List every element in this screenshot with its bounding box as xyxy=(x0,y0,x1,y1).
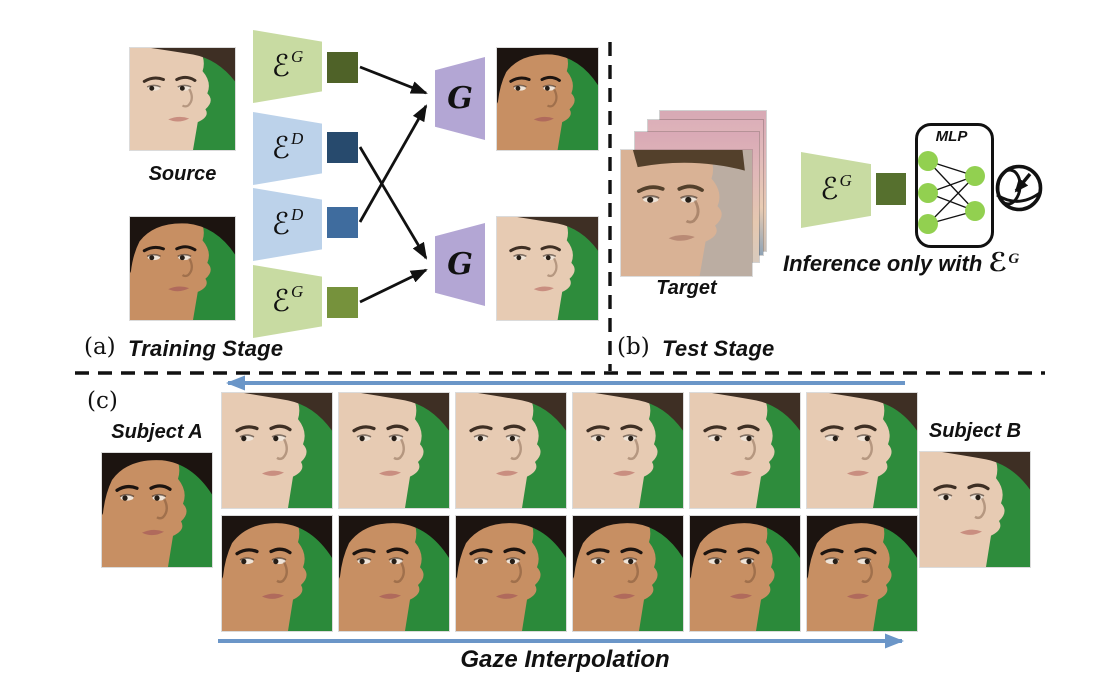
generator-1: G xyxy=(435,57,485,140)
encoder-superscript: D xyxy=(290,129,304,148)
interpolation-photo xyxy=(339,393,449,508)
interpolation-photo xyxy=(222,516,332,631)
panel-a-title: Training Stage xyxy=(128,336,284,361)
identity-code-square-1 xyxy=(327,132,358,163)
subject-b-label: Subject B xyxy=(928,420,1022,442)
encoder-symbol: ℰ xyxy=(988,248,1008,278)
encoder-superscript: G xyxy=(1008,251,1020,267)
interpolation-photo xyxy=(456,393,566,508)
encoder-symbol: ℰ xyxy=(271,130,290,166)
mlp-label: MLP xyxy=(935,128,968,145)
output-photo-1 xyxy=(497,48,598,150)
encoder-symbol: ℰ xyxy=(271,206,290,242)
encoder-superscript: D xyxy=(290,205,304,224)
arrow-gaze2-to-generator2 xyxy=(359,268,428,304)
encoder-superscript: G xyxy=(290,282,304,301)
interpolation-photo xyxy=(573,516,683,631)
interpolation-photo xyxy=(339,516,449,631)
generator-2: G xyxy=(435,223,485,306)
test-gaze-code-square xyxy=(876,173,906,205)
panel-a-tag: (a) xyxy=(84,334,116,360)
interpolation-photo xyxy=(222,393,332,508)
interpolation-photo xyxy=(690,516,800,631)
inference-text: Inference only with xyxy=(783,251,983,276)
gaze-code-square-1 xyxy=(327,52,358,83)
gaze-code-square-2 xyxy=(327,287,358,318)
source-photo-1 xyxy=(130,48,235,150)
gaze-interpolation-caption: Gaze Interpolation xyxy=(460,646,670,673)
inference-note: Inference only with ℰG xyxy=(783,250,1019,277)
panel-b-title: Test Stage xyxy=(662,336,775,361)
panel-c-tag: (c) xyxy=(87,388,118,414)
arrow-identity1-to-generator2 xyxy=(358,146,428,260)
mlp-network-graphic xyxy=(918,151,985,234)
target-label: Target xyxy=(656,277,717,299)
subject-a-photo xyxy=(102,453,212,567)
source-label: Source xyxy=(148,163,217,185)
encoder-symbol: ℰ xyxy=(271,48,290,84)
arrow-identity2-to-generator1 xyxy=(358,104,428,223)
target-photo xyxy=(621,150,752,276)
interpolation-photo xyxy=(456,516,566,631)
panel-b-tag: (b) xyxy=(617,334,650,360)
subject-b-photo xyxy=(920,452,1030,567)
subject-a-label: Subject A xyxy=(111,421,203,443)
encoder-symbol: ℰ xyxy=(820,172,839,207)
interpolation-photo xyxy=(690,393,800,508)
generator-symbol: G xyxy=(447,246,473,282)
interpolation-photo xyxy=(573,393,683,508)
source-photo-2 xyxy=(130,217,235,320)
identity-code-square-2 xyxy=(327,207,358,238)
encoder-superscript: G xyxy=(290,47,304,66)
arrow-gaze1-to-generator1 xyxy=(359,65,428,95)
generator-symbol: G xyxy=(447,80,473,116)
encoder-superscript: G xyxy=(839,170,852,190)
output-photo-2 xyxy=(497,217,598,320)
eye-gaze-icon xyxy=(995,164,1043,212)
encoder-symbol: ℰ xyxy=(271,283,290,319)
interpolation-photo xyxy=(807,393,917,508)
interpolation-photo xyxy=(807,516,917,631)
